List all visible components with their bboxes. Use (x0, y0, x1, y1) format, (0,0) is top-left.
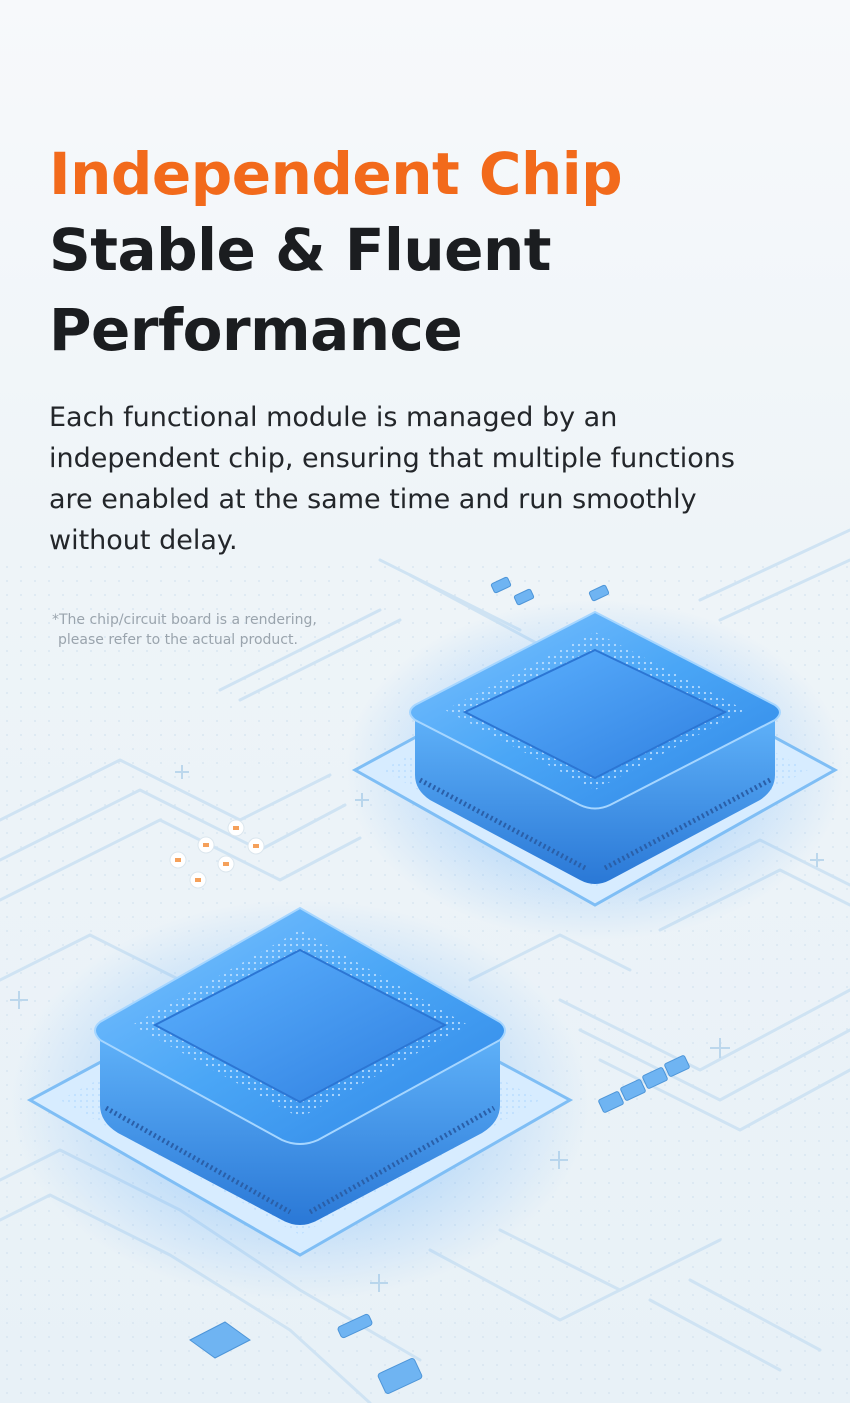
smd-components-orange (169, 819, 265, 889)
headline-line-two: Stable & Fluent (49, 216, 551, 284)
smd-components-blue (189, 576, 690, 1394)
chip-upper-right (345, 600, 845, 940)
disclaimer-line-one: *The chip/circuit board is a rendering, (52, 612, 317, 628)
feature-description: Each functional module is managed by an … (49, 402, 735, 556)
headline-line-three: Performance (49, 296, 463, 364)
headline-block: Independent Chip Stable & Fluent Perform… (49, 138, 809, 370)
rendering-disclaimer: *The chip/circuit board is a rendering, … (52, 610, 372, 650)
headline-accent: Independent Chip (49, 140, 623, 208)
headline: Independent Chip Stable & Fluent Perform… (49, 138, 809, 370)
disclaimer-line-two: please refer to the actual product. (58, 632, 298, 648)
chip-lower-left (10, 900, 590, 1300)
